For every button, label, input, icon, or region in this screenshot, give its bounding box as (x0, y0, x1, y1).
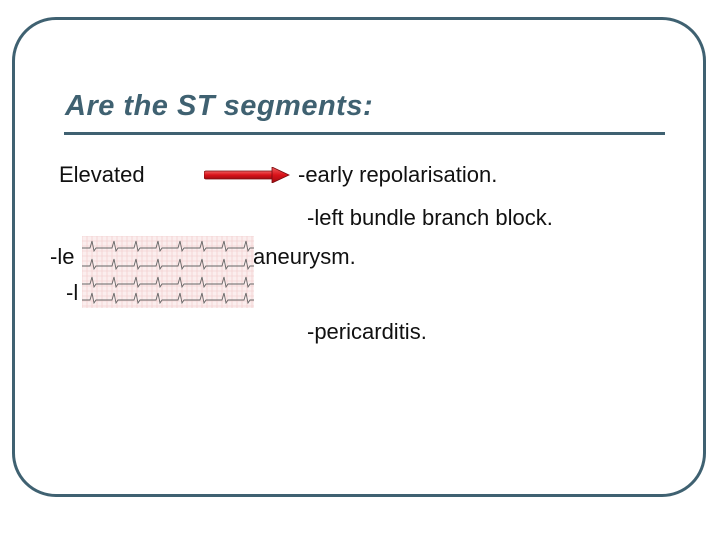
slide-title: Are the ST segments: (65, 90, 374, 122)
elevated-label: Elevated (59, 162, 145, 187)
ecg-trace-line (82, 258, 254, 271)
cause-item4-prefix: -l (66, 280, 79, 305)
ecg-trace-line (82, 240, 254, 253)
cause-pericarditis: -pericarditis. (307, 319, 427, 344)
ecg-trace-line (82, 276, 254, 289)
cause-lbbb: -left bundle branch block. (307, 205, 553, 230)
cause-early-repolarisation: -early repolarisation. (298, 162, 498, 187)
cause-lv-aneurysm-prefix: -le (50, 244, 75, 269)
ecg-strip-thumbnail (82, 236, 254, 308)
cause-lv-aneurysm-suffix: aneurysm. (253, 244, 356, 269)
right-arrow-icon (204, 167, 290, 183)
title-underline (64, 132, 665, 135)
ecg-trace-line (82, 292, 254, 305)
